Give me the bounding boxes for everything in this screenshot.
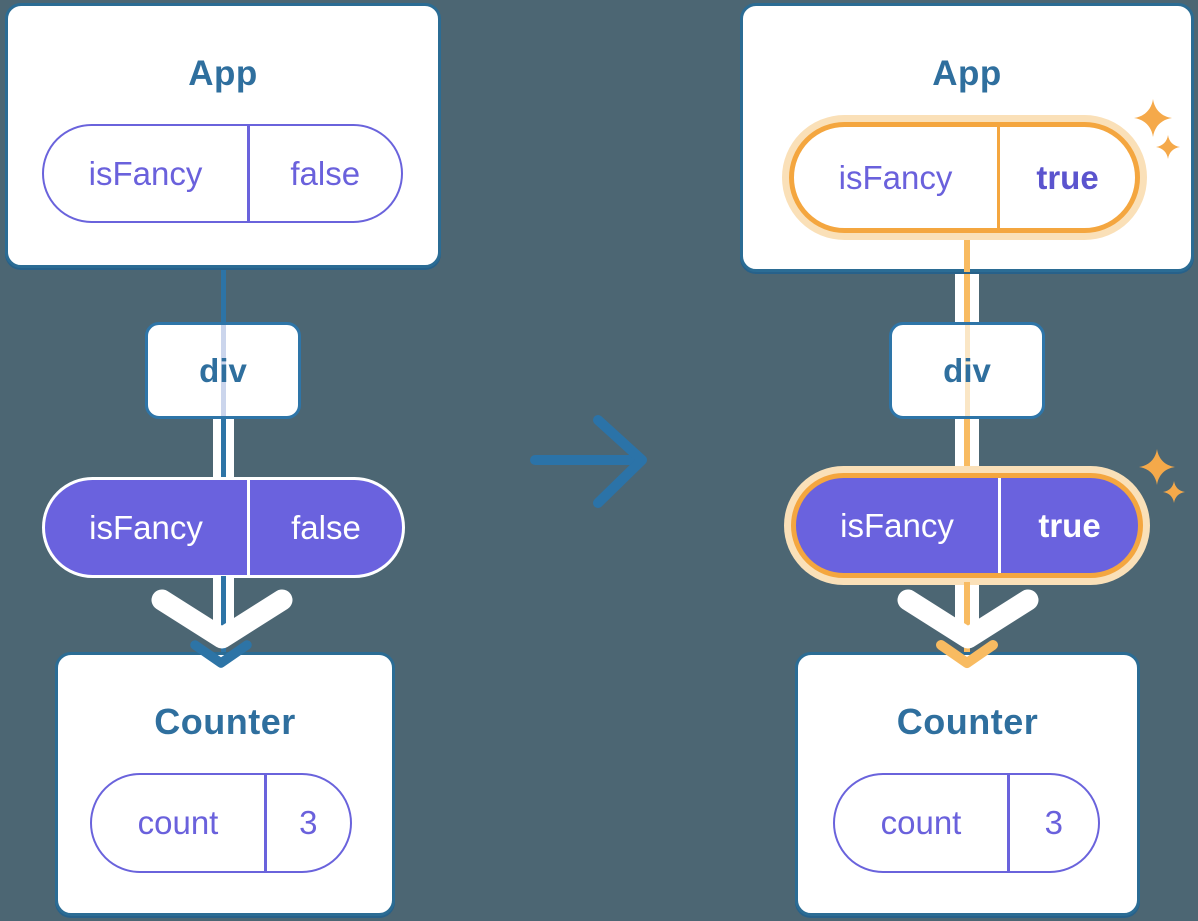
pill-divider — [247, 480, 250, 575]
prop-name: isFancy — [89, 508, 203, 546]
flow-white-stripe — [970, 272, 979, 323]
counter-title-before: Counter — [154, 701, 296, 742]
prop-value: true — [1038, 506, 1101, 544]
transition-right-arrow-icon — [530, 415, 647, 508]
app-title-after: App — [932, 54, 1002, 93]
div-node-before: div — [145, 322, 301, 419]
app-title-before: App — [188, 54, 258, 93]
prop-name: isFancy — [88, 154, 203, 192]
pill-divider — [1007, 775, 1010, 871]
prop-pill-app-after: isFancy true — [789, 122, 1140, 233]
jsx-flow-line-div-to-prop-before — [213, 419, 234, 479]
prop-value: false — [291, 508, 361, 546]
div-node-label: div — [199, 351, 247, 389]
state-pill-counter-after: count 3 — [833, 773, 1100, 873]
prop-arrow-shaft-after — [964, 582, 970, 660]
prop-pill-passed-after: isFancy true — [791, 473, 1143, 578]
state-value: 3 — [1044, 804, 1063, 841]
prop-name: isFancy — [838, 158, 953, 196]
flow-white-stripe — [955, 272, 964, 323]
state-pill-counter-before: count 3 — [90, 773, 352, 873]
prop-line-in-card-after — [964, 238, 970, 272]
prop-pill-app-before: isFancy false — [42, 124, 403, 223]
prop-arrowhead-icon-before — [190, 640, 252, 668]
flow-white-stripe — [226, 419, 234, 479]
state-name: count — [880, 804, 962, 841]
jsx-chevron-icon-before — [151, 589, 293, 649]
flow-center-stripe — [221, 419, 226, 479]
prop-arrowhead-icon-after — [936, 640, 998, 668]
flow-center-stripe — [964, 272, 970, 323]
prop-value: false — [290, 154, 361, 192]
prop-line-through-div-before — [220, 325, 226, 416]
flow-white-stripe — [226, 576, 234, 640]
sparkle-icon-small — [1163, 481, 1185, 503]
flow-white-stripe — [970, 419, 979, 479]
sparkle-icon-large — [1139, 449, 1175, 485]
pill-divider — [997, 127, 1000, 228]
div-node-label: div — [943, 351, 991, 389]
pill-divider — [998, 478, 1001, 573]
flow-center-stripe — [964, 419, 970, 479]
prop-line-app-to-div-before — [221, 268, 226, 324]
prop-name: isFancy — [840, 506, 954, 544]
prop-value: true — [1036, 158, 1099, 196]
sparkle-icon-large — [1134, 99, 1172, 137]
state-name: count — [137, 804, 219, 841]
sparkle-icon-small — [1156, 135, 1180, 159]
pill-divider — [247, 126, 250, 221]
jsx-flow-line-div-to-prop-after — [955, 419, 979, 479]
flow-white-stripe — [955, 585, 964, 642]
prop-line-through-div-after — [964, 325, 970, 416]
counter-title-after: Counter — [896, 701, 1039, 742]
jsx-flow-line-app-to-div-after — [955, 272, 979, 323]
div-node-after: div — [889, 322, 1045, 419]
state-value: 3 — [299, 804, 318, 841]
jsx-chevron-icon-after — [897, 589, 1039, 649]
prop-arrow-shaft-before — [221, 576, 226, 659]
prop-pill-passed-before: isFancy false — [42, 477, 405, 578]
pill-divider — [264, 775, 267, 871]
flow-white-stripe — [970, 585, 979, 642]
flow-white-stripe — [213, 576, 221, 640]
flow-white-stripe — [955, 419, 964, 479]
flow-white-stripe — [213, 419, 221, 479]
